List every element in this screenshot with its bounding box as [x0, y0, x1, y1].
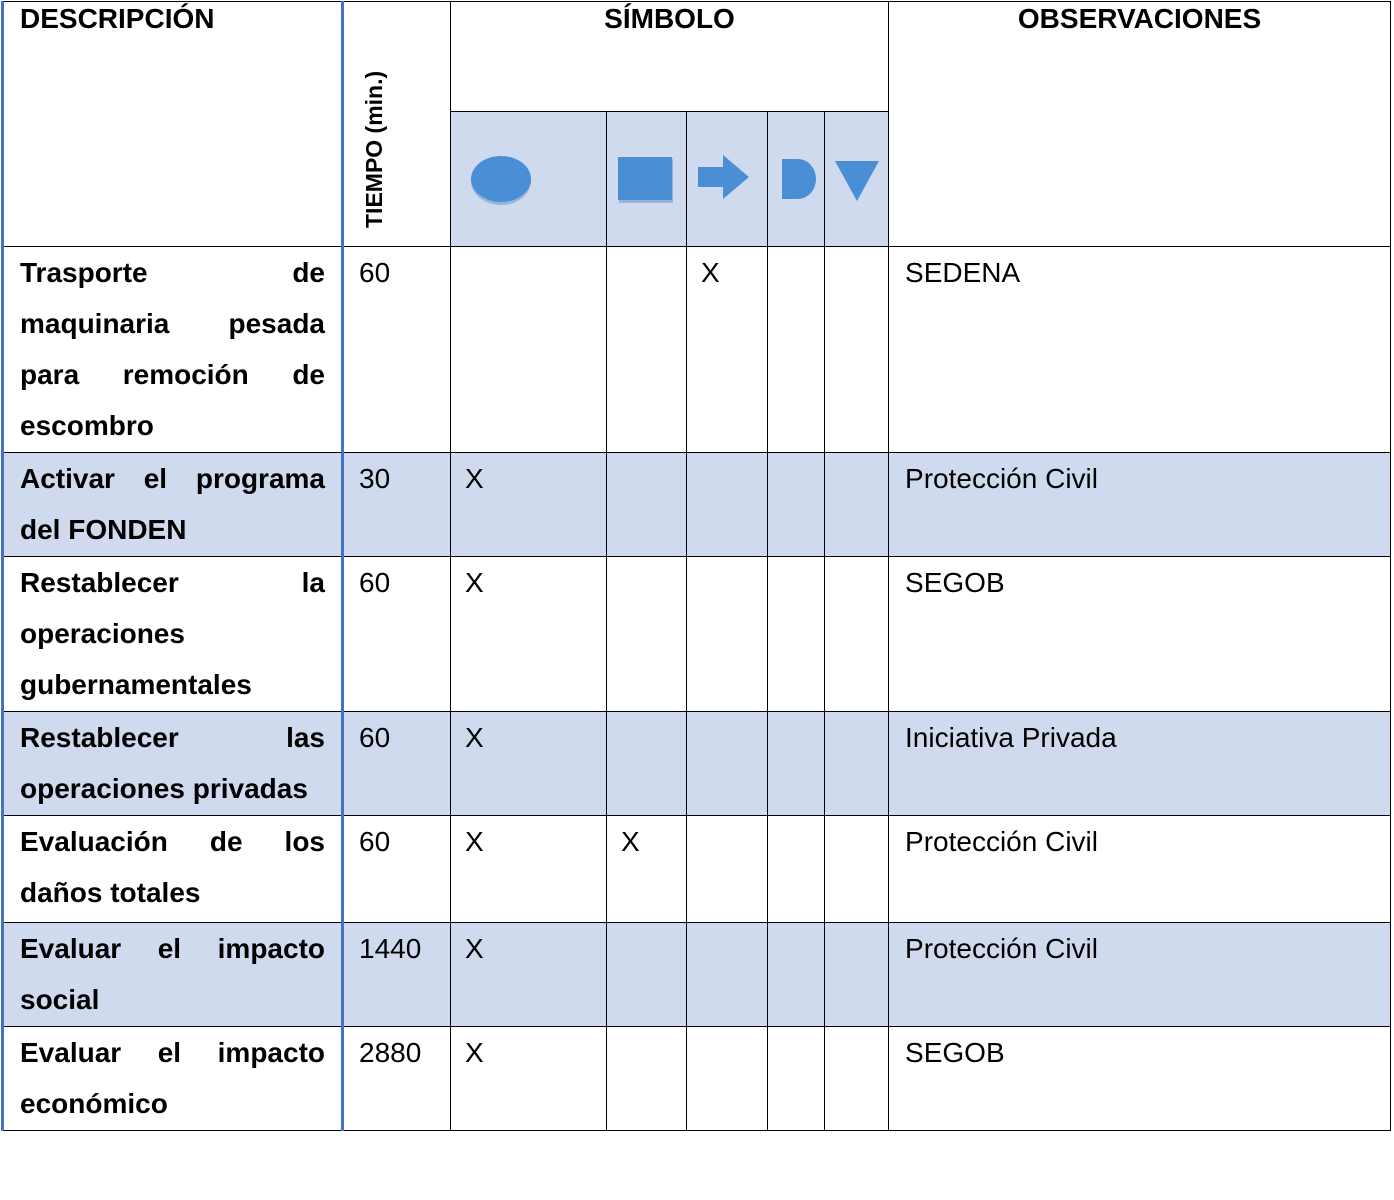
descripcion-line: Restablecer la [20, 567, 325, 598]
descripcion-line: Restablecer las [20, 722, 325, 753]
row-descripcion: Restablecer la operaciones gubernamentales [1, 556, 344, 712]
descripcion-line: Evaluar el impacto [20, 933, 325, 964]
header-tiempo-label: TIEMPO (min.) [361, 70, 387, 228]
row-mark-storage-triangle [823, 556, 890, 712]
descripcion-line: gubernamentales [20, 669, 252, 700]
symbol-cell-inspection [606, 111, 687, 247]
descripcion-line: daños totales [20, 877, 201, 908]
descripcion-line: operaciones [20, 618, 185, 649]
row-descripcion: Trasporte de maquinaria pesada para remoci… [1, 246, 344, 453]
row-mark-transport-arrow: X [686, 246, 768, 453]
row-descripcion: Evaluación de los daños totales [1, 815, 344, 923]
row-mark-storage-triangle [823, 922, 890, 1027]
descripcion-line: Trasporte de [20, 257, 325, 288]
row-mark-storage-triangle [823, 246, 890, 453]
inspection-square-icon [618, 157, 673, 203]
row-tiempo: 60 [342, 556, 451, 712]
row-observaciones: SEGOB [888, 556, 1392, 712]
row-mark-inspection-square [606, 452, 687, 557]
row-mark-operation-circle [450, 246, 607, 453]
row-mark-delay-d [767, 556, 825, 712]
row-tiempo: 2880 [342, 1026, 451, 1131]
row-mark-transport-arrow [686, 1026, 768, 1131]
row-observaciones: SEDENA [888, 246, 1392, 453]
descripcion-line: Evaluación de los [20, 826, 325, 857]
table-row: Restablecer la operaciones gubernamentales… [1, 556, 1392, 712]
row-mark-delay-d [767, 922, 825, 1027]
row-observaciones: Protección Civil [888, 922, 1392, 1027]
row-descripcion: Restablecer las operaciones privadas [1, 711, 344, 816]
row-mark-inspection-square [606, 556, 687, 712]
row-mark-transport-arrow [686, 711, 768, 816]
row-descripcion: Evaluar el impacto social [1, 922, 344, 1027]
descripcion-line: operaciones privadas [20, 773, 308, 804]
descripcion-line: del FONDEN [20, 514, 187, 545]
storage-triangle-icon [835, 161, 879, 201]
row-mark-transport-arrow [686, 815, 768, 923]
row-tiempo: 30 [342, 452, 451, 557]
row-mark-transport-arrow [686, 452, 768, 557]
symbol-cell-storage [823, 111, 890, 247]
descripcion-line: escombro [20, 410, 154, 441]
delay-d-icon [782, 159, 816, 199]
row-tiempo: 1440 [342, 922, 451, 1027]
row-mark-delay-d [767, 815, 825, 923]
descripcion-line: social [20, 984, 100, 1015]
row-mark-storage-triangle [823, 711, 890, 816]
operation-circle-icon [471, 156, 531, 205]
descripcion-line: económico [20, 1088, 168, 1119]
row-mark-inspection-square [606, 922, 687, 1027]
row-mark-transport-arrow [686, 556, 768, 712]
row-mark-inspection-square [606, 246, 687, 453]
row-mark-delay-d [767, 1026, 825, 1131]
row-mark-operation-circle: X [450, 711, 607, 816]
row-mark-delay-d [767, 452, 825, 557]
row-tiempo: 60 [342, 246, 451, 453]
row-mark-storage-triangle [823, 815, 890, 923]
row-descripcion: Activar el programa del FONDEN [1, 452, 344, 557]
row-observaciones: SEGOB [888, 1026, 1392, 1131]
row-observaciones: Protección Civil [888, 815, 1392, 923]
row-mark-inspection-square [606, 1026, 687, 1131]
row-mark-operation-circle: X [450, 556, 607, 712]
row-descripcion: Evaluar el impacto económico [1, 1026, 344, 1131]
row-mark-storage-triangle [823, 1026, 890, 1131]
row-mark-operation-circle: X [450, 452, 607, 557]
header-descripcion: DESCRIPCIÓN [1, 1, 344, 247]
table-row: Trasporte de maquinaria pesada para remoci… [1, 246, 1392, 453]
row-mark-delay-d [767, 711, 825, 816]
symbol-cell-transport [686, 111, 768, 247]
row-mark-inspection-square [606, 711, 687, 816]
descripcion-line: Activar el programa [20, 463, 325, 494]
row-mark-transport-arrow [686, 922, 768, 1027]
row-observaciones: Protección Civil [888, 452, 1392, 557]
transport-arrow-icon [698, 155, 749, 199]
row-mark-operation-circle: X [450, 922, 607, 1027]
row-mark-operation-circle: X [450, 1026, 607, 1131]
row-mark-storage-triangle [823, 452, 890, 557]
descripcion-line: Evaluar el impacto [20, 1037, 325, 1068]
descripcion-line: maquinaria pesada [20, 308, 325, 339]
row-mark-delay-d [767, 246, 825, 453]
row-tiempo: 60 [342, 815, 451, 923]
row-mark-inspection-square: X [606, 815, 687, 923]
descripcion-line: para remoción de [20, 359, 325, 390]
row-tiempo: 60 [342, 711, 451, 816]
process-table: DESCRIPCIÓN TIEMPO (min.) SÍMBOLO OBSERV… [1, 1, 1392, 1131]
symbol-cell-delay [767, 111, 825, 247]
row-mark-operation-circle: X [450, 815, 607, 923]
header-tiempo: TIEMPO (min.) [342, 1, 451, 247]
header-simbolo: SÍMBOLO [449, 1, 890, 112]
row-observaciones: Iniciativa Privada [888, 711, 1392, 816]
header-observaciones: OBSERVACIONES [888, 1, 1392, 247]
